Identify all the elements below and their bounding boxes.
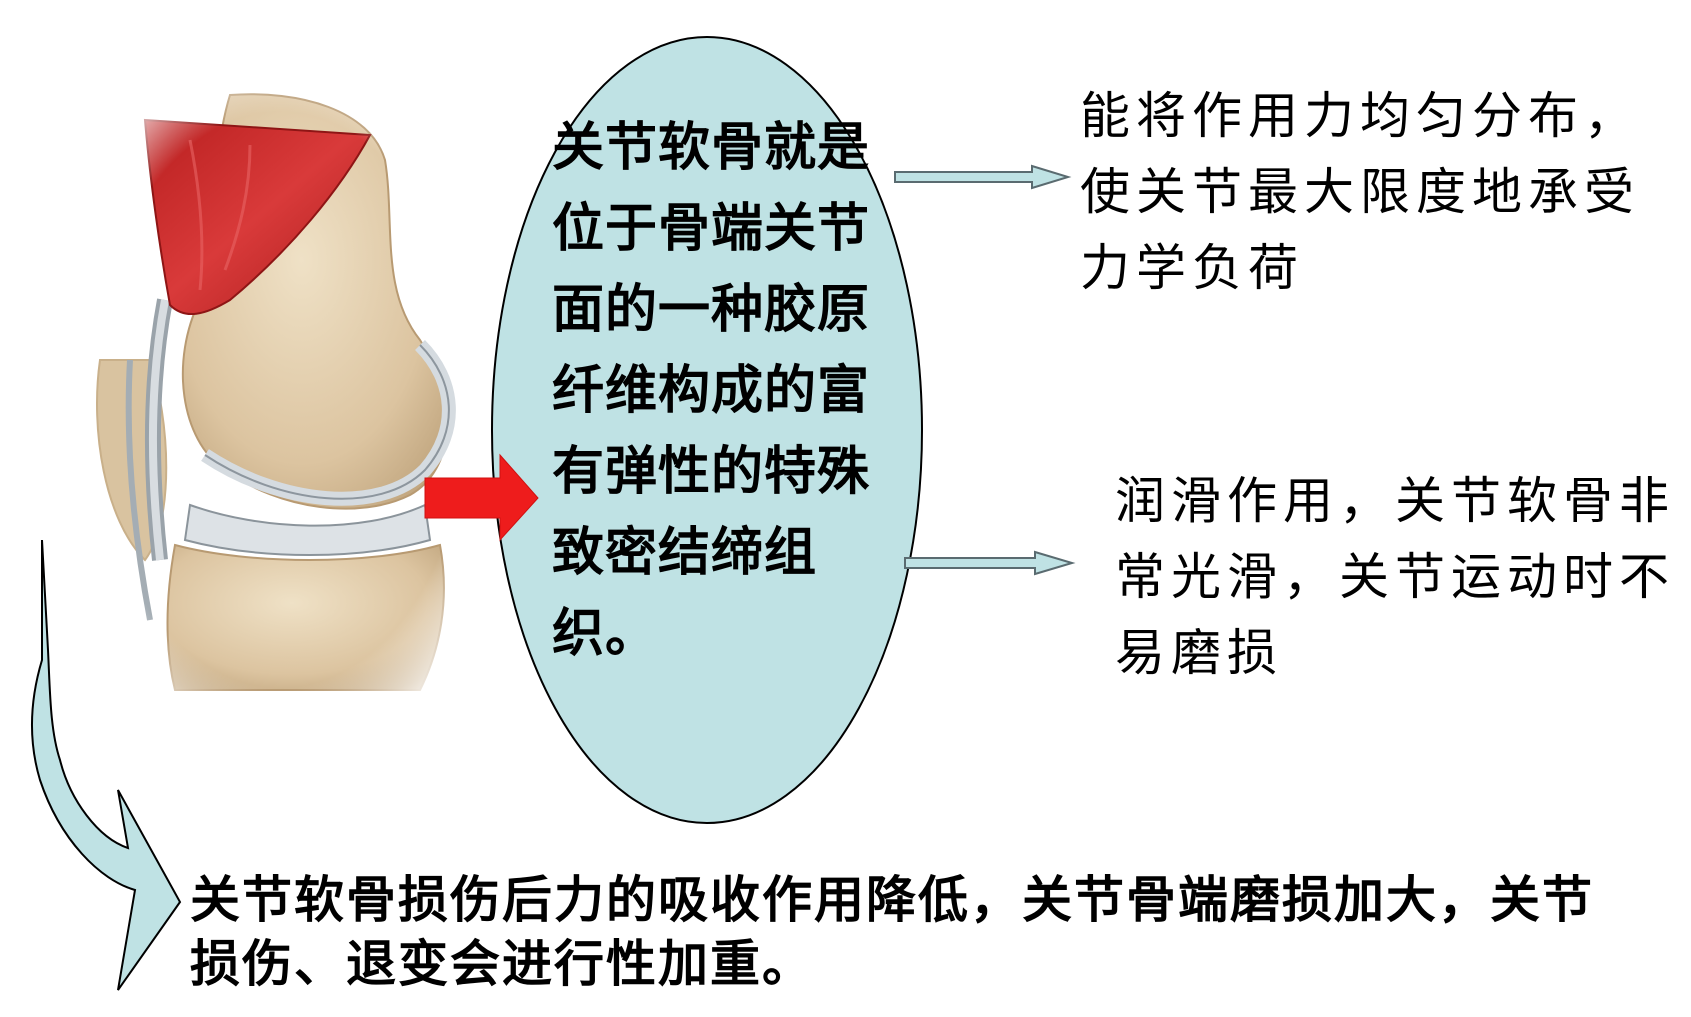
connector-arrow-icon: [894, 164, 1072, 190]
function-lubrication: 润滑作用，关节软骨非常光滑，关节运动时不易磨损: [1115, 472, 1675, 682]
knee-joint-illustration: [70, 80, 490, 720]
definition-ellipse: [491, 36, 923, 824]
connector-arrow-icon: [904, 550, 1076, 576]
injury-consequence: 关节软骨损伤后力的吸收作用降低，关节骨端磨损加大，关节损伤、退变会进行性加重。: [190, 871, 1594, 993]
cartilage-definition: 关节软骨就是位于骨端关节面的一种胶原纤维构成的富有弹性的特殊致密结缔组织。: [552, 118, 871, 664]
red-arrow-icon: [424, 453, 539, 542]
curved-arrow-icon: [31, 539, 182, 991]
function-load-distribution: 能将作用力均匀分布，使关节最大限度地承受力学负荷: [1080, 87, 1640, 297]
